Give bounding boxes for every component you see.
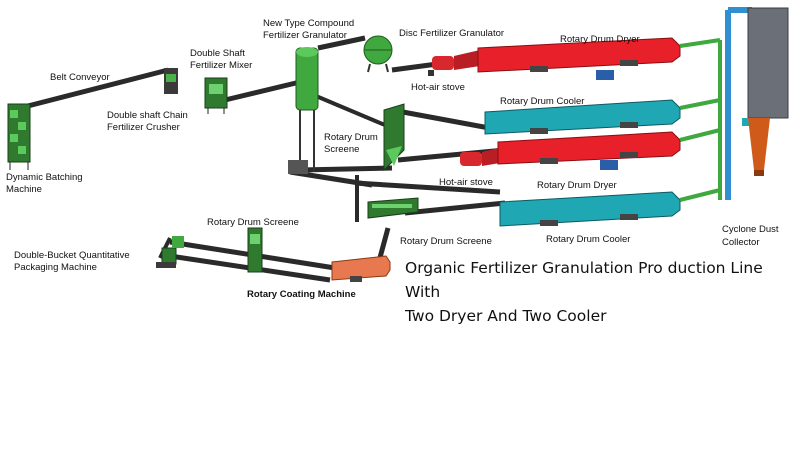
ductwork xyxy=(679,38,722,202)
rotary-drum-cooler-bottom xyxy=(499,191,681,227)
title-line-2: Two Dryer And Two Cooler xyxy=(405,307,607,325)
label-hot-air-stove-top: Hot-air stove xyxy=(411,82,465,93)
label-dryer-bottom: Rotary Drum Dryer xyxy=(537,180,617,191)
label-dynamic-batching-2: Machine xyxy=(6,184,42,195)
conveyor-dryer-to-cooler xyxy=(391,107,501,133)
conveyor-mixer-to-granulator xyxy=(224,79,301,103)
diagram-title: Organic Fertilizer Granulation Pro ducti… xyxy=(405,256,800,328)
label-hot-air-stove-bottom: Hot-air stove xyxy=(439,177,493,188)
label-cooler-bottom: Rotary Drum Cooler xyxy=(546,234,630,245)
label-screener-upper-2: Screene xyxy=(324,144,359,155)
labels: Belt Conveyor Double Shaft Fertilizer Mi… xyxy=(6,18,779,300)
rotary-coating-machine xyxy=(331,255,391,282)
conveyor-screener2-out xyxy=(404,200,506,216)
label-screener-left: Rotary Drum Screene xyxy=(400,236,492,247)
rotary-drum-screener-lower xyxy=(247,227,263,273)
label-mixer-1: Double Shaft xyxy=(190,48,245,59)
compound-granulator xyxy=(288,47,319,174)
label-chain-crusher-2: Fertilizer Crusher xyxy=(107,122,180,133)
double-shaft-mixer xyxy=(204,77,228,114)
label-dynamic-batching-1: Dynamic Batching xyxy=(6,172,83,183)
disc-granulator xyxy=(363,35,393,73)
label-coating-machine: Rotary Coating Machine xyxy=(247,289,356,300)
chain-crusher xyxy=(164,68,178,94)
label-packaging-2: Packaging Machine xyxy=(14,262,97,273)
label-cyclone-2: Collector xyxy=(722,237,760,248)
conveyor-screener-return xyxy=(299,165,393,173)
rotary-drum-dryer-top xyxy=(477,37,681,80)
rotary-drum-dryer-bottom xyxy=(497,131,681,170)
label-mixer-2: Fertilizer Mixer xyxy=(190,60,252,71)
rotary-drum-screener-upper xyxy=(383,103,405,172)
hot-air-stove-top xyxy=(428,50,480,76)
label-belt-conveyor: Belt Conveyor xyxy=(50,72,110,83)
dynamic-batching-machine xyxy=(7,103,31,170)
title-line-1: Organic Fertilizer Granulation Pro ducti… xyxy=(405,259,763,301)
rotary-drum-cooler-top xyxy=(484,99,681,135)
conveyor-to-cooler2 xyxy=(354,180,501,195)
label-dryer-top: Rotary Drum Dryer xyxy=(560,34,640,45)
conveyor-granulator-to-disc xyxy=(317,35,366,51)
conveyor-granulator-to-screener xyxy=(315,94,393,130)
cyclone-dust-collector xyxy=(725,7,789,200)
belt-conveyor xyxy=(19,67,169,111)
label-packaging-1: Double-Bucket Quantitative xyxy=(14,250,130,261)
label-screener-upper-1: Rotary Drum xyxy=(324,132,378,143)
label-granulator-2: Fertilizer Granulator xyxy=(263,30,347,41)
label-screener-lower: Rotary Drum Screene xyxy=(207,217,299,228)
label-cooler-top: Rotary Drum Cooler xyxy=(500,96,584,107)
rotary-drum-screener-left xyxy=(367,197,419,219)
label-disc-granulator: Disc Fertilizer Granulator xyxy=(399,28,504,39)
label-granulator-1: New Type Compound xyxy=(263,18,354,29)
label-chain-crusher-1: Double shaft Chain xyxy=(107,110,188,121)
label-cyclone-1: Cyclone Dust xyxy=(722,224,779,235)
packaging-machine xyxy=(156,236,184,268)
